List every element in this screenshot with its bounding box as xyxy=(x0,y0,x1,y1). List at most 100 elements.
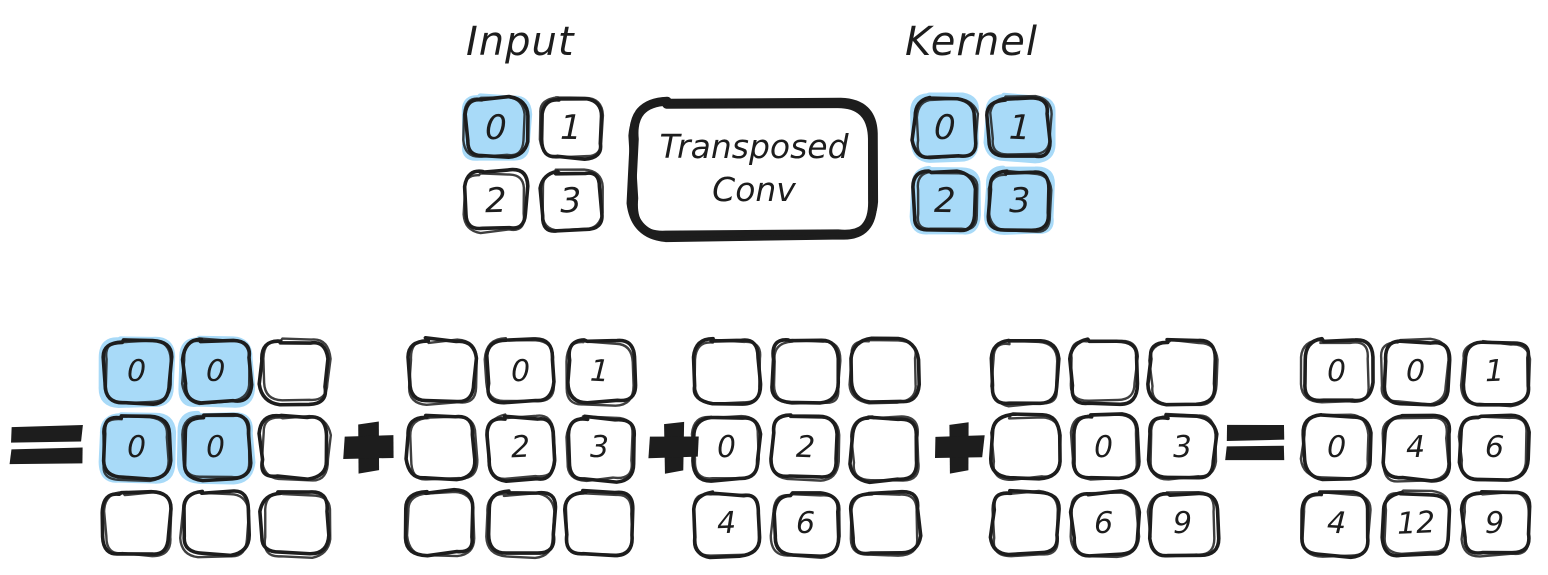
matrix-cell xyxy=(690,336,764,407)
cell-value: 0 xyxy=(1327,353,1347,390)
matrix-cell: 2 xyxy=(462,167,530,235)
matrix-result: 0 0 1 0 4 6 4 12 9 xyxy=(1299,336,1532,560)
matrix-cell: 0 xyxy=(690,413,764,483)
matrix-cell xyxy=(988,337,1062,408)
matrix-term-3: 0 2 4 6 xyxy=(690,336,923,560)
cell-value: 4 xyxy=(1326,505,1348,542)
matrix-cell-highlighted: 0 xyxy=(98,336,176,408)
transposed-conv-label: Transposed Conv xyxy=(628,96,880,241)
matrix-cell: 3 xyxy=(563,413,637,484)
matrix-cell: 3 xyxy=(1146,412,1220,483)
matrix-cell: 0 xyxy=(1299,413,1374,483)
matrix-cell-highlighted: 2 xyxy=(909,165,981,235)
cell-value: 0 xyxy=(127,353,147,390)
matrix-cell xyxy=(100,489,174,559)
kernel-label: Kernel xyxy=(905,19,1038,65)
matrix-cell: 2 xyxy=(484,413,558,484)
matrix-cell xyxy=(484,489,558,560)
cell-value: 9 xyxy=(1173,505,1193,542)
matrix-cell xyxy=(1146,337,1220,407)
transposed-conv-box[interactable]: Transposed Conv xyxy=(626,96,880,243)
matrix-cell: 12 xyxy=(1379,489,1453,559)
matrix-cell xyxy=(404,413,479,483)
matrix-cell-highlighted: 0 xyxy=(98,412,177,484)
matrix-cell xyxy=(1067,337,1141,407)
cell-value: 0 xyxy=(484,107,508,149)
matrix-cell xyxy=(848,489,923,559)
cell-value: 3 xyxy=(1172,429,1194,466)
cell-value: 0 xyxy=(1406,353,1426,390)
matrix-cell: 9 xyxy=(1146,489,1221,559)
plus-operator-1 xyxy=(340,418,398,476)
cell-value: 0 xyxy=(511,353,531,390)
cell-value: 1 xyxy=(1484,353,1506,390)
cell-value: 1 xyxy=(589,353,611,390)
cell-value: 4 xyxy=(1406,429,1426,466)
matrix-cell: 1 xyxy=(563,337,638,407)
cell-value: 9 xyxy=(1485,505,1505,542)
matrix-cell xyxy=(769,337,843,407)
cell-value: 3 xyxy=(1008,180,1032,222)
cell-value: 3 xyxy=(559,180,583,222)
matrix-cell: 4 xyxy=(1300,489,1374,560)
cell-value: 2 xyxy=(933,180,957,222)
transposed-conv-line2: Conv xyxy=(712,169,796,209)
cell-value: 2 xyxy=(510,429,532,466)
matrix-cell-highlighted: 0 xyxy=(176,410,256,485)
cell-value: 6 xyxy=(1484,429,1506,466)
plus-operator-3 xyxy=(930,418,988,476)
matrix-cell xyxy=(258,489,332,559)
matrix-cell: 9 xyxy=(1458,489,1532,559)
cell-value: 0 xyxy=(205,429,226,466)
matrix-cell-highlighted: 0 xyxy=(178,335,256,408)
cell-value: 0 xyxy=(205,353,227,390)
equals-operator-leading xyxy=(9,424,84,466)
matrix-cell xyxy=(257,337,332,407)
cell-value: 0 xyxy=(933,107,957,149)
matrix-cell xyxy=(563,488,637,559)
matrix-cell: 1 xyxy=(537,95,605,161)
cell-value: 0 xyxy=(716,429,738,466)
matrix-cell: 6 xyxy=(769,489,843,560)
matrix-cell: 4 xyxy=(690,489,764,560)
cell-value: 3 xyxy=(590,429,610,466)
matrix-term-4: 0 3 6 9 xyxy=(988,337,1221,559)
transposed-conv-box-outline xyxy=(626,96,879,243)
matrix-cell: 0 xyxy=(483,337,558,407)
matrix-cell: 0 xyxy=(1379,337,1453,407)
cell-value: 6 xyxy=(1094,505,1114,542)
matrix-cell: 1 xyxy=(1458,337,1532,408)
matrix-cell-highlighted: 0 xyxy=(461,93,533,161)
matrix-cell xyxy=(848,336,922,407)
cell-value: 1 xyxy=(1008,107,1032,149)
matrix-cell xyxy=(988,412,1062,483)
cell-value: 4 xyxy=(716,505,738,542)
matrix-cell-highlighted: 3 xyxy=(983,165,1055,235)
matrix-cell-highlighted: 1 xyxy=(983,92,1056,164)
matrix-cell: 6 xyxy=(1067,489,1142,559)
matrix-cell: 3 xyxy=(537,168,605,234)
matrix-cell: 0 xyxy=(1067,412,1141,483)
matrix-cell: 2 xyxy=(769,413,843,483)
cell-value: 0 xyxy=(1094,429,1114,466)
matrix-cell xyxy=(257,413,333,483)
matrix-cell-highlighted: 0 xyxy=(910,92,980,163)
cell-value: 1 xyxy=(559,107,583,149)
input-label: Input xyxy=(466,19,575,65)
matrix-cell xyxy=(988,488,1062,559)
cell-value: 6 xyxy=(796,505,816,542)
matrix-term-2: 0 1 2 3 xyxy=(403,336,638,560)
equals-operator-final xyxy=(1225,424,1286,462)
cell-value: 2 xyxy=(484,180,508,222)
matrix-cell: 6 xyxy=(1457,413,1532,483)
cell-value: 12 xyxy=(1396,505,1436,542)
matrix-cell: 4 xyxy=(1379,413,1453,483)
cell-value: 2 xyxy=(795,429,817,466)
matrix-cell xyxy=(405,336,479,407)
matrix-cell xyxy=(403,487,479,559)
cell-value: 0 xyxy=(1327,429,1347,466)
matrix-cell xyxy=(848,413,922,485)
matrix-cell xyxy=(179,489,253,559)
